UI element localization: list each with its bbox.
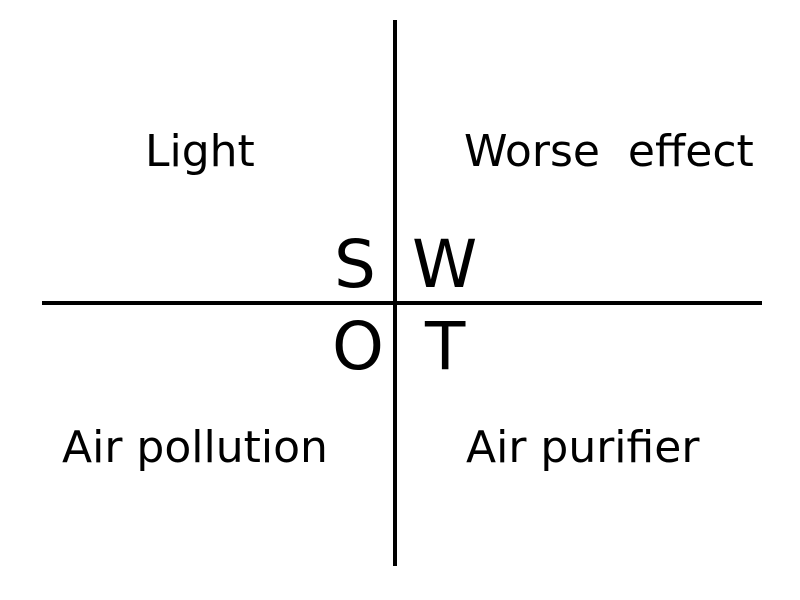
quadrant-bottom-left-text: Air pollution	[62, 422, 328, 473]
quadrant-top-left-text: Light	[145, 126, 255, 177]
letter-s: S	[334, 226, 376, 303]
horizontal-axis-line	[42, 301, 762, 305]
quadrant-bottom-right-text: Air purifier	[466, 422, 700, 473]
quadrant-top-right-text: Worse effect	[464, 126, 754, 177]
letter-o: O	[332, 308, 384, 385]
vertical-axis-line	[393, 20, 397, 566]
letter-w: W	[412, 226, 478, 303]
letter-t: T	[425, 308, 466, 385]
